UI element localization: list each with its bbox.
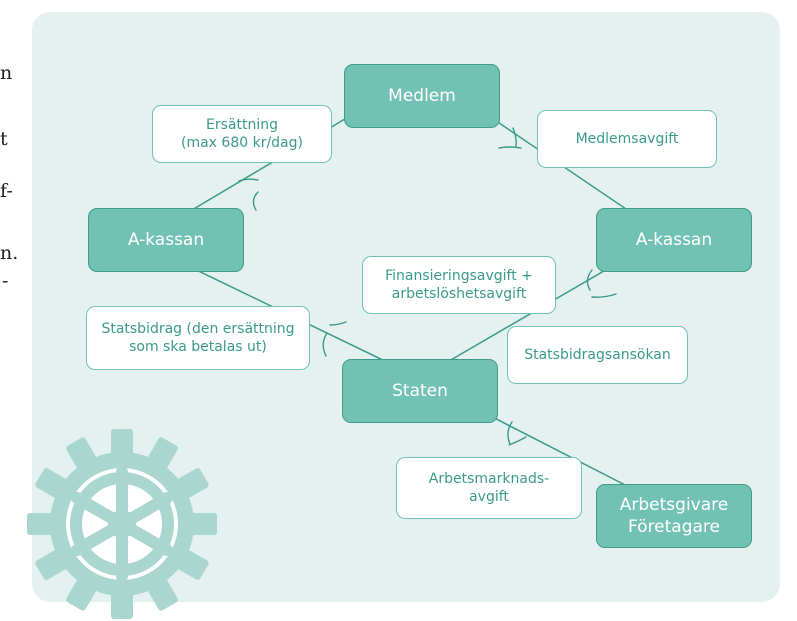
edge-text-1: n xyxy=(0,62,13,84)
edge-text-5: - xyxy=(2,270,9,292)
edge-text-3: f- xyxy=(0,180,13,202)
node-arbetsgivare-foretagare: Arbetsgivare Företagare xyxy=(596,484,752,548)
node-medlem: Medlem xyxy=(344,64,500,128)
arrow-medlemsavgift xyxy=(498,127,522,149)
label-statsbidragsansokan: Statsbidragsansökan xyxy=(507,326,688,384)
arrow-finansieringsavgift xyxy=(586,269,617,298)
label-ersattning: Ersättning (max 680 kr/dag) xyxy=(152,105,332,163)
arrow-ersattning xyxy=(238,178,259,211)
label-statsbidrag: Statsbidrag (den ersättning som ska beta… xyxy=(86,306,310,370)
node-a-kassan-left: A-kassan xyxy=(88,208,244,272)
edge-text-4: n. xyxy=(0,242,19,264)
edge-text-2: t xyxy=(0,128,8,150)
label-arbetsmarknadsavgift: Arbetsmarknads- avgift xyxy=(396,457,582,519)
arrow-statsbidrag xyxy=(322,321,347,357)
node-staten: Staten xyxy=(342,359,498,423)
label-medlemsavgift: Medlemsavgift xyxy=(537,110,717,168)
label-finansieringsavgift: Finansieringsavgift + arbetslöshetsavgif… xyxy=(362,256,556,314)
arrow-arbetsmarknadsavgift xyxy=(507,421,527,446)
node-a-kassan-right: A-kassan xyxy=(596,208,752,272)
